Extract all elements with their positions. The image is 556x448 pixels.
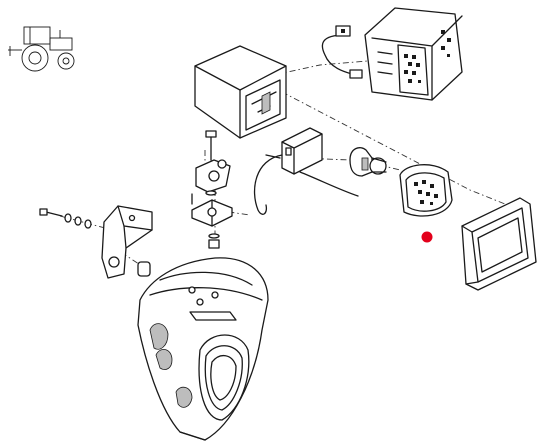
lamp-lens-insert xyxy=(399,164,453,217)
main-lamp-housing xyxy=(137,257,269,441)
bulb-socket xyxy=(349,147,387,177)
part-marker-dot xyxy=(421,231,433,243)
mounting-hardware xyxy=(191,130,233,249)
rear-lamp-assembly xyxy=(321,7,463,101)
lamp-bezel-frame xyxy=(461,197,537,291)
lamp-lens-pattern xyxy=(404,30,451,83)
side-bracket xyxy=(39,205,153,279)
tractor-icon xyxy=(8,26,75,72)
electronic-module xyxy=(254,127,359,215)
lamp-housing xyxy=(194,45,287,139)
